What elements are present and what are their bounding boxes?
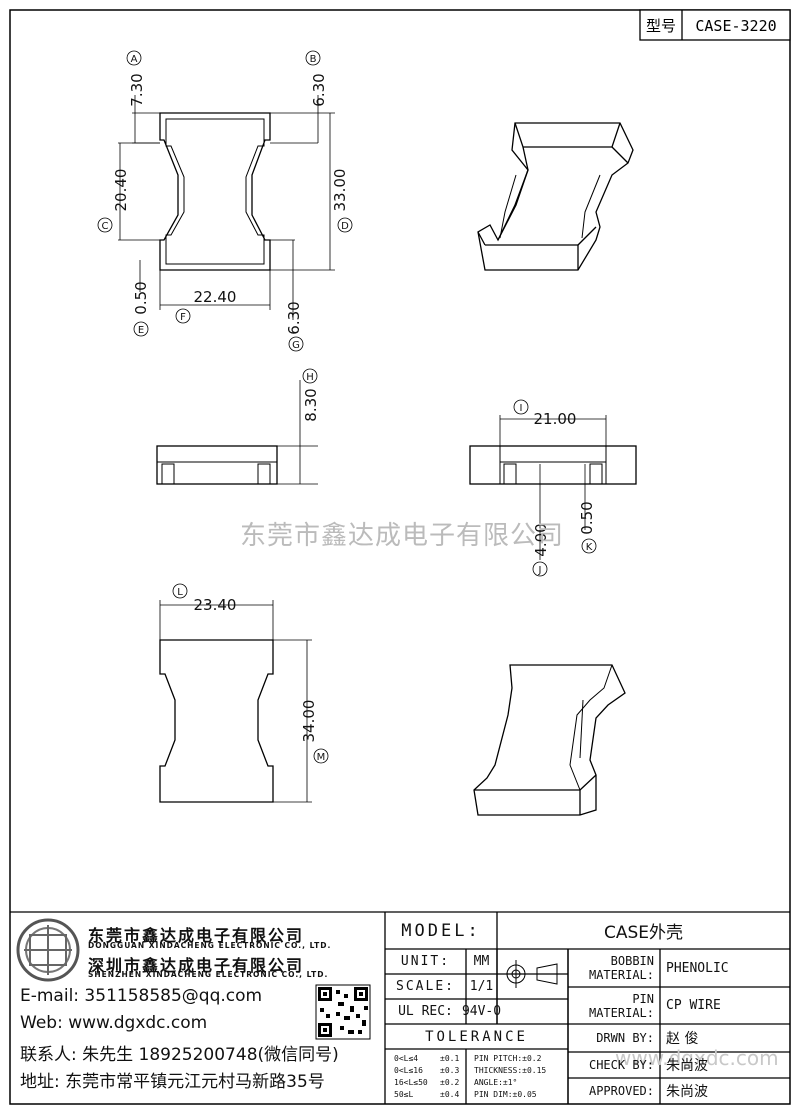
dim-e-value: 0.50 <box>132 281 150 314</box>
tol-spec-4: PIN DIM:±0.05 <box>474 1090 537 1099</box>
tol-range-3: 16<L≤50 <box>394 1078 428 1087</box>
top-view <box>118 95 335 320</box>
tol-value-4: ±0.4 <box>440 1090 460 1099</box>
company-name-en: DONGGUAN XINDACHENG ELECTRONIC CO., LTD. <box>88 941 332 950</box>
balloon-h-group: H <box>302 368 318 384</box>
pin-label-1: PIN <box>632 992 654 1006</box>
company-name-cn: 东莞市鑫达成电子有限公司 <box>88 926 305 945</box>
unit-label: UNIT: <box>400 954 451 969</box>
check-by-label: CHECK BY: <box>588 1058 654 1072</box>
dim-i-value: 21.00 <box>534 410 577 428</box>
tol-range-2: 0<L≤16 <box>394 1066 423 1075</box>
dim-c-value: 20.40 <box>112 169 130 212</box>
tol-range-4: 50≤L <box>394 1090 414 1099</box>
dim-m-value: 34.00 <box>300 700 318 743</box>
model-value: CASE外壳 <box>603 923 684 943</box>
company-contact: 联系人: 朱先生 18925200748(微信同号) <box>20 1045 339 1065</box>
top-view-inner <box>165 118 265 265</box>
flat-view <box>159 600 312 803</box>
balloon-a: A <box>131 54 138 65</box>
pin-material-value: CP WIRE <box>666 998 721 1013</box>
company-logo <box>16 918 80 982</box>
dim-k-value: 0.50 <box>578 501 596 534</box>
front-view <box>469 415 637 560</box>
bobbin-material-value: PHENOLIC <box>666 960 729 976</box>
tolerance-label: TOLERANCE <box>425 1028 528 1045</box>
balloon-b: B <box>310 54 317 65</box>
model-code: CASE-3220 <box>695 17 776 35</box>
tol-spec-3: ANGLE:±1° <box>474 1078 518 1087</box>
model-label: MODEL: <box>401 920 481 941</box>
drawn-by-label: DRWN BY: <box>596 1031 654 1045</box>
tol-range-1: 0<L≤4 <box>394 1054 419 1063</box>
sheet-border <box>9 9 791 1105</box>
pin-label-2: MATERIAL: <box>588 1006 654 1020</box>
dim-d-value: 33.00 <box>331 169 349 212</box>
dim-l-value: 23.40 <box>194 596 237 614</box>
tol-value-2: ±0.3 <box>440 1066 460 1075</box>
dim-j-value: 4.00 <box>532 523 550 556</box>
dim-a-value: 7.30 <box>128 73 146 106</box>
flat-view-balloons: L M <box>172 583 329 764</box>
balloon-h: H <box>306 372 314 383</box>
top-view-balloons: A B C D E F G <box>97 50 353 352</box>
watermark-url: www.dgxdc.com <box>615 1046 779 1070</box>
company2-name-cn: 深圳市鑫达成电子有限公司 <box>88 956 305 975</box>
check-by-value: 朱尚波 <box>666 1058 708 1074</box>
top-view-outline <box>159 112 271 271</box>
unit-value: MM <box>473 954 490 969</box>
company2-name-en: SHENZHEN XINDACHENG ELECTRONIC CO., LTD. <box>88 970 329 979</box>
tol-value-1: ±0.1 <box>440 1054 460 1063</box>
balloon-f: F <box>180 312 186 323</box>
dim-g-value: 6.30 <box>285 301 303 334</box>
company-web: Web: www.dgxdc.com <box>20 1013 208 1033</box>
iso-view-top <box>477 122 634 271</box>
dim-b-value: 6.30 <box>310 73 328 106</box>
tol-spec-1: PIN PITCH:±0.2 <box>474 1054 542 1063</box>
balloon-l: L <box>177 587 183 598</box>
projection-symbol <box>502 960 558 988</box>
scale-label: SCALE: <box>396 979 455 994</box>
qr-code <box>315 984 371 1040</box>
top-view-dim-labels: 7.30 6.30 20.40 33.00 0.50 22.40 6.30 <box>112 73 349 334</box>
iso-view-bottom <box>473 664 626 816</box>
watermark: 东莞市鑫达成电子有限公司 <box>240 521 565 551</box>
company-address: 地址: 东莞市常平镇元江元村马新路35号 <box>20 1072 325 1092</box>
approved-label: APPROVED: <box>588 1084 654 1098</box>
balloon-c: C <box>102 221 109 232</box>
approved-value: 朱尚波 <box>666 1084 708 1100</box>
ulrec-label: UL REC: <box>398 1004 453 1019</box>
type-label: 型号 <box>646 17 676 35</box>
bobbin-label-2: MATERIAL: <box>588 968 654 982</box>
title-block-frame <box>10 911 790 1104</box>
tol-spec-2: THICKNESS:±0.15 <box>474 1066 547 1075</box>
company-email: E-mail: 351158585@qq.com <box>20 986 263 1006</box>
drawn-by-value: 赵 俊 <box>666 1031 699 1047</box>
side-view <box>156 380 318 485</box>
balloon-j: J <box>538 565 542 576</box>
tol-value-3: ±0.2 <box>440 1078 460 1087</box>
bobbin-label-1: BOBBIN <box>610 954 654 968</box>
ulrec-value: 94V-0 <box>461 1004 502 1019</box>
balloon-e: E <box>138 325 144 336</box>
balloon-m: M <box>317 752 326 763</box>
balloon-d: D <box>341 221 349 232</box>
model-code-box: 型号 CASE-3220 <box>639 9 791 41</box>
dim-h-value: 8.30 <box>302 388 320 421</box>
balloon-i: I <box>520 403 523 414</box>
front-view-balloons: I J K <box>513 399 597 577</box>
balloon-k: K <box>586 542 593 553</box>
dim-f-value: 22.40 <box>194 288 237 306</box>
scale-value: 1/1 <box>469 979 494 994</box>
balloon-g: G <box>292 340 300 351</box>
